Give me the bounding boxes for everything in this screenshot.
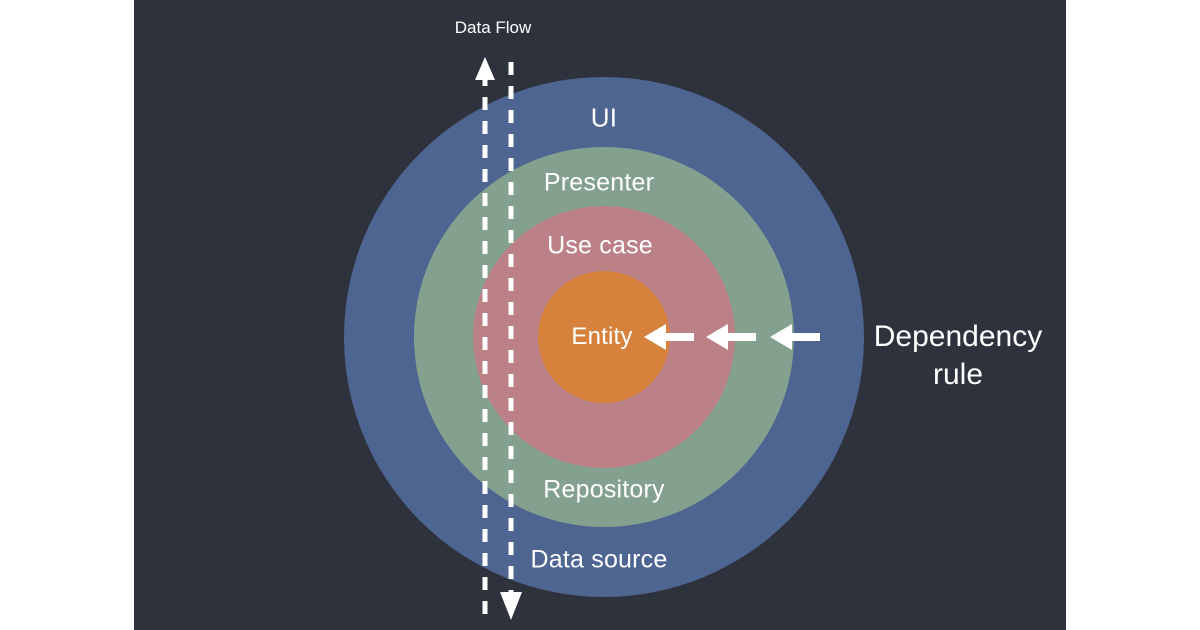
dependency-rule-line-2: rule [932, 358, 984, 391]
ring-label-data-source: Data source [530, 545, 668, 574]
ring-label-repository: Repository [543, 475, 665, 504]
ring-label-entity: Entity [571, 323, 633, 350]
ring-label-ui: UI [590, 102, 618, 133]
ring-label-use-case: Use case [547, 231, 653, 260]
clean-architecture-diagram: UI Presenter Use case Entity Repository … [134, 0, 1066, 630]
ring-label-presenter: Presenter [543, 168, 655, 197]
dependency-rule-line-1: Dependency [873, 320, 1043, 353]
dependency-rule-label: Dependency rule [874, 318, 1042, 394]
data-flow-label: Data Flow [454, 18, 532, 37]
